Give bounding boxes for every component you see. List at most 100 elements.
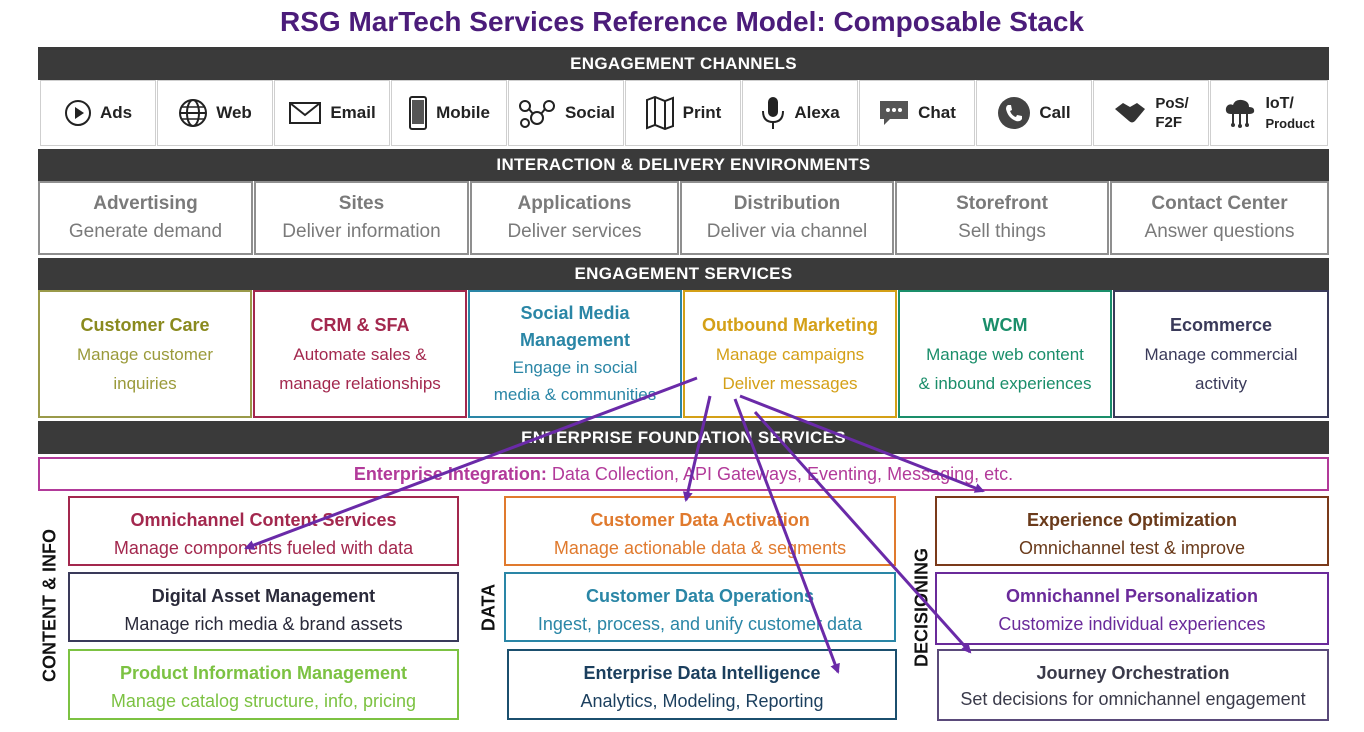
data-intelligence: Enterprise Data Intelligence Analytics, …	[507, 649, 897, 720]
arrow-to-data-intelligence	[733, 398, 840, 674]
service-title: WCM	[982, 314, 1028, 335]
env-sites: Sites Deliver information	[254, 181, 469, 255]
service-sub: & inbound experiences	[918, 373, 1092, 393]
env-distribution: Distribution Deliver via channel	[680, 181, 894, 255]
env-sub: Sell things	[958, 221, 1046, 242]
service-sub: Manage commercial	[1144, 344, 1298, 364]
found-sub: Ingest, process, and unify customer data	[537, 614, 863, 634]
found-title: Customer Data Activation	[590, 510, 810, 530]
interaction-delivery-bar: INTERACTION & DELIVERY ENVIRONMENTS	[38, 149, 1329, 181]
channel-pos-line1: PoS/	[1155, 95, 1189, 112]
service-title: Customer Care	[80, 314, 210, 335]
play-icon	[64, 100, 91, 126]
found-title: Customer Data Operations	[585, 586, 815, 606]
arrow-to-data-activation	[682, 395, 712, 502]
decision-personalization: Omnichannel Personalization Customize in…	[935, 572, 1329, 645]
found-sub: Manage components fueled with data	[113, 538, 414, 558]
service-sub: Manage campaigns	[715, 344, 865, 364]
service-sub: Manage web content	[926, 344, 1084, 364]
engagement-services-bar: ENGAGEMENT SERVICES	[38, 258, 1329, 290]
env-storefront: Storefront Sell things	[895, 181, 1109, 255]
found-title: Omnichannel Personalization	[1005, 586, 1259, 606]
found-title: Enterprise Data Intelligence	[583, 663, 821, 683]
decision-journey-orchestration: Journey Orchestration Set decisions for …	[937, 649, 1329, 721]
found-sub: Manage actionable data & segments	[553, 538, 847, 558]
channel-email: Email	[274, 80, 390, 146]
service-title: Management	[519, 330, 631, 350]
enterprise-integration-box: Enterprise Integration: Data Collection,…	[38, 457, 1329, 491]
content-pim: Product Information Management Manage ca…	[68, 649, 459, 720]
service-sub: Engage in social	[512, 358, 638, 377]
service-sub: media & communities	[493, 385, 657, 404]
service-sub: Deliver messages	[722, 373, 858, 393]
arrow-to-content-services	[244, 376, 698, 550]
found-sub: Set decisions for omnichannel engagement	[960, 689, 1306, 709]
service-sub: Manage customer	[76, 344, 214, 364]
service-sub: manage relationships	[279, 373, 441, 393]
found-sub: Analytics, Modeling, Reporting	[580, 691, 824, 711]
channel-social: Social	[508, 80, 624, 146]
channel-chat: Chat	[859, 80, 975, 146]
env-sub: Generate demand	[68, 221, 223, 242]
call-icon	[998, 97, 1031, 129]
env-title: Applications	[517, 193, 632, 214]
env-title: Distribution	[733, 193, 841, 214]
found-title: Product Information Management	[119, 663, 407, 683]
channel-iot-line1: IoT/	[1265, 95, 1294, 112]
service-title: Ecommerce	[1169, 314, 1273, 335]
arrow-to-experience-optimization	[739, 394, 985, 493]
service-title: Outbound Marketing	[702, 314, 878, 335]
chat-icon	[880, 101, 909, 125]
channel-web: Web	[157, 80, 273, 146]
channel-ads: Ads	[40, 80, 156, 146]
arrow-to-journey-orchestration	[753, 410, 972, 654]
env-sub: Answer questions	[1144, 221, 1295, 242]
channel-pos: PoS/ F2F	[1093, 80, 1209, 146]
env-sub: Deliver via channel	[706, 221, 868, 242]
found-sub: Omnichannel test & improve	[1018, 538, 1246, 558]
channel-mobile: Mobile	[391, 80, 507, 146]
env-title: Advertising	[93, 193, 198, 214]
content-omnichannel: Omnichannel Content Services Manage comp…	[68, 496, 459, 566]
map-icon	[645, 96, 674, 130]
integration-label: Enterprise Integration:	[353, 464, 547, 484]
service-crm-sfa: CRM & SFA Automate sales & manage relati…	[253, 290, 467, 418]
service-outbound-marketing: Outbound Marketing Manage campaigns Deli…	[683, 290, 897, 418]
page-title: RSG MarTech Services Reference Model: Co…	[280, 6, 1084, 37]
env-advertising: Advertising Generate demand	[38, 181, 253, 255]
env-applications: Applications Deliver services	[470, 181, 679, 255]
env-title: Contact Center	[1151, 193, 1288, 214]
content-dam: Digital Asset Management Manage rich med…	[68, 572, 459, 642]
data-activation: Customer Data Activation Manage actionab…	[504, 496, 896, 566]
service-wcm: WCM Manage web content & inbound experie…	[898, 290, 1112, 418]
enterprise-foundation-bar: ENTERPRISE FOUNDATION SERVICES	[38, 421, 1329, 454]
service-title: Social Media	[520, 303, 630, 323]
env-sub: Deliver information	[282, 221, 441, 242]
service-sub: inquiries	[113, 373, 177, 393]
found-sub: Manage rich media & brand assets	[124, 614, 403, 634]
env-sub: Deliver services	[507, 221, 642, 242]
microphone-icon	[762, 97, 785, 129]
found-sub: Manage catalog structure, info, pricing	[110, 691, 417, 711]
engagement-channels-bar: ENGAGEMENT CHANNELS	[38, 47, 1329, 80]
service-sub: Automate sales &	[293, 344, 427, 364]
found-title: Experience Optimization	[1026, 510, 1238, 530]
service-customer-care: Customer Care Manage customer inquiries	[38, 290, 252, 418]
env-title: Storefront	[956, 193, 1048, 214]
handshake-icon	[1115, 103, 1146, 123]
email-icon	[289, 102, 322, 124]
service-ecommerce: Ecommerce Manage commercial activity	[1113, 290, 1329, 418]
channel-iot: IoT/ Product	[1210, 80, 1328, 146]
env-contact-center: Contact Center Answer questions	[1110, 181, 1329, 255]
channel-iot-line2: Product	[1265, 116, 1315, 131]
service-social-media: Social Media Management Engage in social…	[468, 290, 682, 418]
social-icon	[518, 100, 555, 128]
found-title: Digital Asset Management	[151, 586, 376, 606]
service-title: CRM & SFA	[310, 314, 410, 335]
data-operations: Customer Data Operations Ingest, process…	[504, 572, 896, 642]
service-sub: activity	[1195, 373, 1247, 393]
phone-icon	[409, 96, 428, 130]
channel-alexa: Alexa	[742, 80, 858, 146]
integration-text: Data Collection, API Gateways, Eventing,…	[546, 464, 1014, 484]
